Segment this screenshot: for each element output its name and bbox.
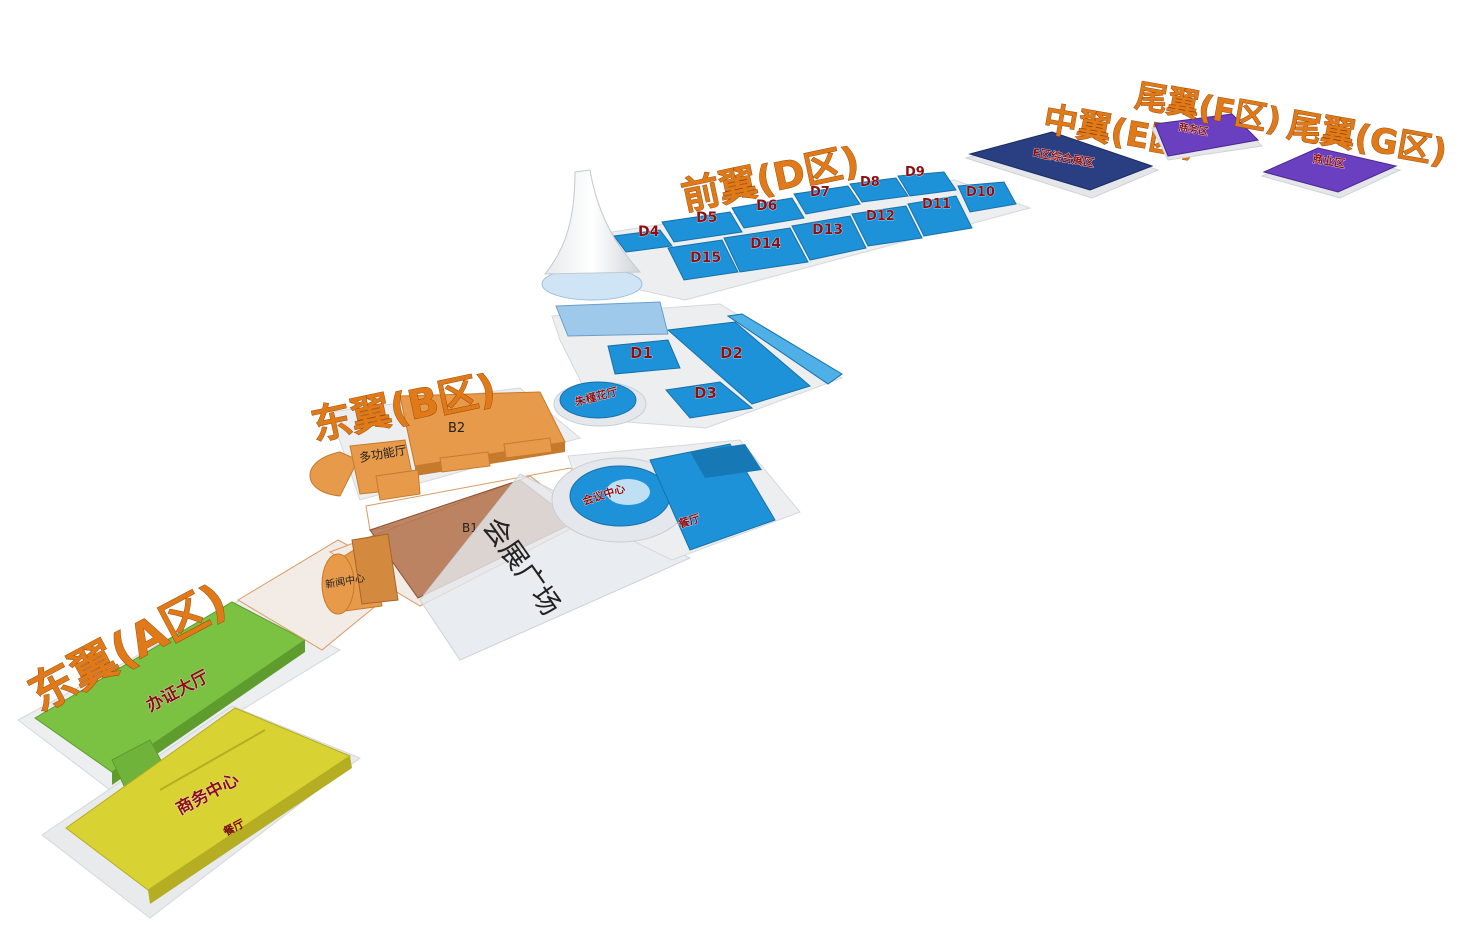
hall-d8[interactable]: [849, 177, 909, 203]
zhujin-hall[interactable]: [559, 381, 637, 419]
b-small-block-1: [375, 469, 421, 501]
zone-g-block[interactable]: [1262, 147, 1398, 193]
hall-d11-label: D11: [922, 197, 951, 212]
tower-icon: [543, 169, 642, 275]
hall-d12-label: D12: [866, 209, 895, 224]
hall-d2-label: D2: [720, 344, 743, 362]
hall-d5[interactable]: [661, 211, 743, 243]
divider-line: [159, 729, 266, 791]
zone-e-block[interactable]: [968, 131, 1154, 191]
b2-label: B2: [448, 421, 465, 436]
hall-d3-label: D3: [694, 384, 717, 402]
hall-d14[interactable]: [723, 227, 809, 273]
hall-d11[interactable]: [907, 195, 973, 237]
hall-d2[interactable]: [666, 321, 812, 405]
hall-d7[interactable]: [793, 185, 861, 215]
hall-d3[interactable]: [665, 381, 754, 419]
zone-g-room-label: 商业区: [1311, 151, 1346, 171]
hall-d7-label: D7: [810, 185, 830, 200]
b1-side-rooms: [351, 533, 399, 605]
hall-d6[interactable]: [731, 197, 805, 229]
zone-g[interactable]: 尾翼(G区) 商业区: [1260, 105, 1450, 199]
multifunction-hall-dome: [309, 451, 359, 497]
exhibition-plaza[interactable]: 会展广场: [419, 473, 692, 661]
hall-d15-label: D15: [690, 250, 721, 266]
zone-d[interactable]: 前翼(D区) D1 D2 D3 D4 D5 D6 D7 D8 D9 D10 D1…: [541, 138, 1032, 429]
conference-area[interactable]: 会议中心 餐厅: [551, 439, 801, 561]
hall-d13-label: D13: [812, 222, 843, 238]
hall-d1[interactable]: [607, 339, 681, 375]
hall-d6-label: D6: [756, 198, 777, 214]
hall-d12[interactable]: [851, 205, 923, 247]
zone-f-block[interactable]: [1154, 113, 1260, 157]
business-center-side: [148, 756, 352, 904]
hall-d10-label: D10: [966, 185, 995, 200]
certificate-hall-side: [112, 640, 305, 785]
hall-d5-label: D5: [696, 210, 717, 226]
press-center-round: [321, 553, 355, 615]
hall-d14-label: D14: [750, 236, 781, 252]
hall-d8-label: D8: [860, 175, 880, 190]
b-small-block-3: [503, 437, 553, 459]
conference-center-core: [606, 479, 650, 505]
hall-d4[interactable]: [613, 229, 673, 253]
registration-block: [555, 301, 669, 337]
d-strip: [726, 313, 843, 385]
hall-d10[interactable]: [957, 181, 1017, 213]
restaurant-block-top: [690, 444, 762, 478]
zone-b[interactable]: 东翼(B区) B2 多功能厅 B1 新闻中心: [307, 365, 612, 615]
hall-d4-label: D4: [638, 224, 660, 240]
hall-d9[interactable]: [897, 171, 957, 197]
b-small-block-2: [439, 451, 491, 473]
hall-d15[interactable]: [667, 239, 739, 281]
hall-d9-label: D9: [905, 165, 925, 180]
hall-d1-label: D1: [630, 344, 653, 362]
plaza-ground: [419, 473, 692, 661]
hall-d13[interactable]: [791, 215, 867, 261]
